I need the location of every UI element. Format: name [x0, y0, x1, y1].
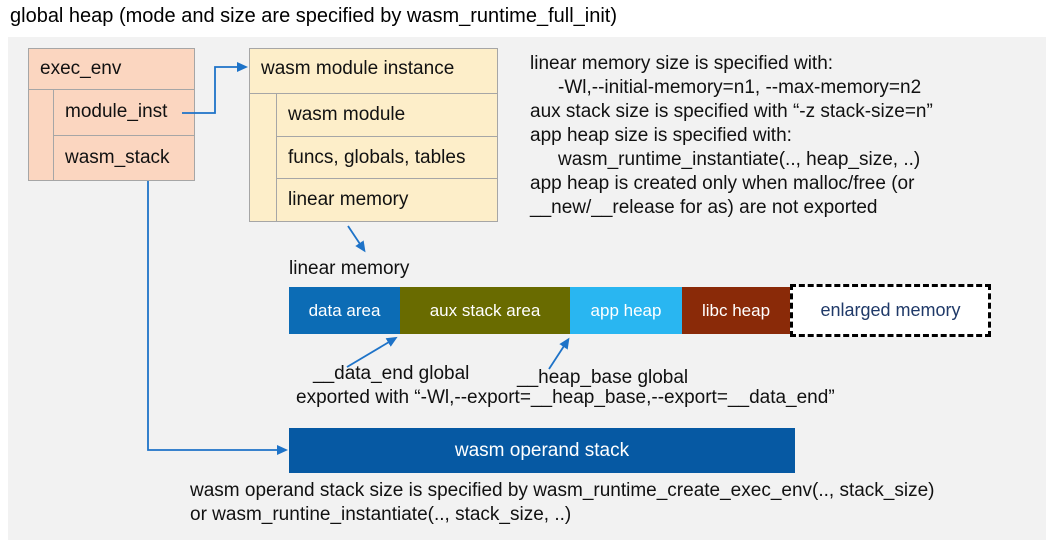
exec-env-title: exec_env	[40, 58, 122, 79]
exec-env-box: exec_env module_inst wasm_stack	[28, 48, 195, 181]
export-note-label: exported with “-Wl,--export=__heap_base,…	[296, 387, 835, 408]
linear-memory-label: linear memory	[289, 258, 410, 279]
field-wasm-module: wasm module	[288, 103, 406, 125]
note-line: app heap size is specified with:	[530, 125, 792, 146]
segment-aux-stack-area: aux stack area	[400, 287, 570, 334]
segment-enlarged-memory: enlarged memory	[790, 284, 991, 337]
note-line: wasm_runtime_instantiate(.., heap_size, …	[558, 149, 921, 170]
wasm-module-instance-rows: wasm module funcs, globals, tables linea…	[277, 94, 497, 221]
note-line: linear memory size is specified with:	[530, 53, 834, 74]
note-line: wasm operand stack size is specified by …	[190, 480, 935, 501]
segment-libc-heap: libc heap	[682, 287, 790, 334]
exec-env-gutter	[29, 90, 54, 180]
wasm-module-instance-box: wasm module instance wasm module funcs, …	[249, 48, 498, 222]
wasm-operand-stack-bar: wasm operand stack	[289, 428, 795, 473]
operand-stack-notes: wasm operand stack size is specified by …	[190, 479, 935, 527]
exec-env-body: module_inst wasm_stack	[29, 89, 194, 180]
field-linear-memory: linear memory	[277, 178, 497, 221]
wasm-module-instance-gutter	[250, 94, 277, 221]
exec-env-field-wasm-stack: wasm_stack	[54, 134, 194, 181]
wasm-module-instance-body: wasm module funcs, globals, tables linea…	[250, 93, 497, 221]
note-line: aux stack size is specified with “-z sta…	[530, 101, 933, 122]
wasm-module-instance-title: wasm module instance	[261, 58, 455, 79]
note-line: app heap is created only when malloc/fre…	[530, 173, 915, 194]
note-line: __new/__release for as) are not exported	[530, 197, 878, 218]
page-title: global heap (mode and size are specified…	[10, 5, 617, 27]
segment-data-area: data area	[289, 287, 400, 334]
exec-env-field-module-inst: module_inst	[65, 101, 168, 123]
data-end-global-label: __data_end global	[313, 363, 470, 384]
exec-env-rows: module_inst wasm_stack	[54, 90, 194, 180]
note-line: -Wl,--initial-memory=n1, --max-memory=n2	[558, 77, 922, 98]
memory-size-notes: linear memory size is specified with: -W…	[530, 52, 933, 220]
field-funcs-globals-tables: funcs, globals, tables	[277, 135, 497, 179]
heap-base-global-label: __heap_base global	[517, 367, 689, 388]
note-line: or wasm_runtine_instantiate(.., stack_si…	[190, 504, 572, 525]
segment-app-heap: app heap	[570, 287, 682, 334]
linear-memory-bar: data area aux stack area app heap libc h…	[289, 287, 790, 334]
